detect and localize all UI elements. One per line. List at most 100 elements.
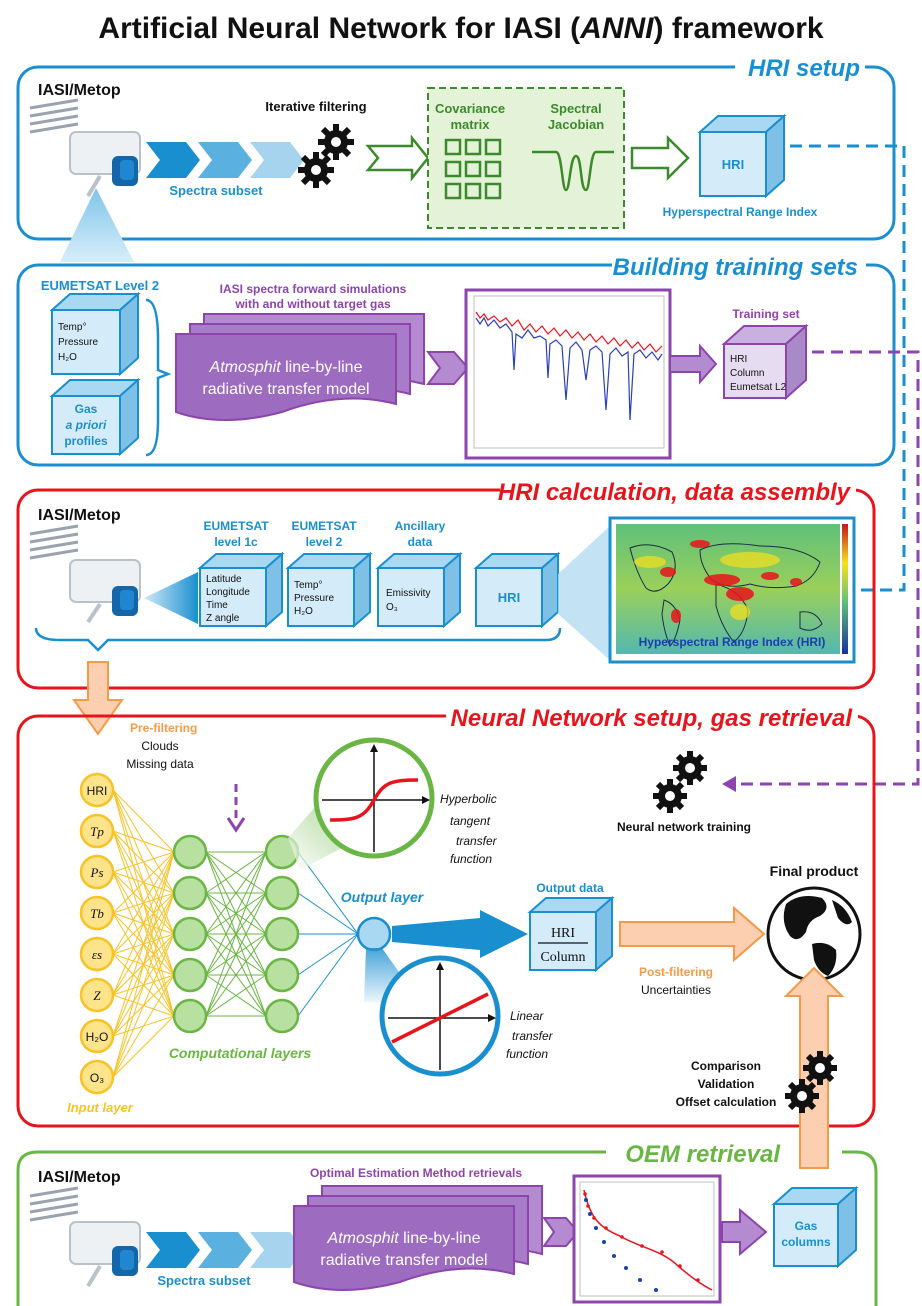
input-z: Z [93, 988, 101, 1003]
hri-connector-dashed [790, 144, 906, 592]
anc-label-2: data [408, 535, 433, 549]
hyperbolic-y-arrow [370, 744, 378, 752]
input-ps: Ps [90, 865, 104, 880]
l2-line-2: Pressure [294, 593, 334, 604]
input-hidden-connection [112, 830, 175, 853]
section-nn: Neural Network setup, gas retrieval Pre-… [16, 702, 876, 1169]
arrow-to-covariance [365, 134, 430, 182]
hyperbolic-label-2: tangent [450, 814, 491, 828]
input-connections [112, 789, 175, 1078]
section-title-oem: OEM retrieval [625, 1141, 781, 1168]
section-title-hri-calc: HRI calculation, data assembly [498, 479, 852, 506]
oem-rtm-label-2: radiative transfer model [320, 1252, 487, 1269]
anc-line-2: O₃ [386, 602, 398, 613]
covariance-label-2: matrix [450, 117, 490, 132]
eumetsat-l2-label: EUMETSAT Level 2 [41, 278, 159, 293]
linear-curve [391, 992, 489, 1044]
map-hotspots [660, 540, 802, 623]
linear-x-arrow [488, 1014, 496, 1022]
section-title-training: Building training sets [613, 254, 858, 281]
instrument-label-2: IASI/Metop [38, 507, 121, 524]
satellite-beam-2 [144, 572, 198, 624]
input-hidden-connection [112, 851, 175, 1037]
tanh-curve [329, 778, 419, 822]
input-hidden-connection [112, 933, 175, 1078]
l2-label-1: EUMETSAT [291, 519, 357, 533]
anc-line-1: Emissivity [386, 588, 430, 599]
training-connector-arrowhead [722, 776, 736, 792]
comparison-gears-icon [785, 1051, 837, 1113]
profile-blue-markers [584, 1198, 658, 1292]
hidden-hidden-connection [205, 892, 267, 1017]
rtm-label-2: radiative transfer model [202, 381, 369, 398]
computational-layers-label: Computational layers [169, 1045, 312, 1061]
output-data-label: Output data [536, 881, 604, 895]
section-oem: OEM retrieval IASI/Metop Spectra subset … [16, 1138, 878, 1306]
training-connector-dashed [736, 350, 920, 786]
input-hidden-connection [112, 851, 175, 955]
final-product-label: Final product [770, 863, 859, 879]
hyperbolic-label-3: transfer [456, 834, 498, 848]
hri-cube-label: HRI [722, 157, 744, 172]
matrix-grid-icon [444, 138, 502, 200]
hyperbolic-label-4: function [450, 852, 492, 866]
input-hri: HRI [87, 784, 108, 798]
met-line-3: H₂O [58, 352, 77, 363]
l1c-label-2: level 1c [214, 535, 258, 549]
hri-caption: Hyperspectral Range Index [663, 205, 818, 219]
inputs-brace [145, 298, 172, 457]
satellite-icon-3 [29, 1186, 141, 1288]
input-hidden-connection [112, 851, 175, 996]
gas-columns-cube [771, 1185, 859, 1269]
met-cube [49, 291, 141, 377]
input-hidden-connection [112, 1015, 175, 1078]
gas-columns-label-1: Gas [795, 1219, 818, 1233]
arrow-to-profile-plot [542, 1217, 580, 1247]
section-title-hri-setup: HRI setup [748, 55, 860, 82]
spectra-chevrons [146, 142, 304, 178]
output-connections [297, 851, 359, 1017]
l1c-cube [197, 551, 285, 629]
l2-label-2: level 2 [306, 535, 343, 549]
uncertainties-label: Uncertainties [641, 983, 711, 997]
anc-label-1: Ancillary [395, 519, 446, 533]
input-hidden-connection [112, 892, 175, 1078]
training-gears-icon [653, 751, 707, 813]
arrow-to-hri [630, 134, 690, 182]
spectra-subset-label: Spectra subset [169, 183, 263, 198]
map-warm-areas [634, 552, 780, 620]
prefilter-clouds: Clouds [141, 739, 178, 753]
page-title: Artificial Neural Network for IASI (ANNI… [98, 12, 823, 45]
training-set-cube [721, 323, 809, 401]
training-line-3: Eumetsat L2 [730, 382, 787, 393]
hidden-output-connection [297, 933, 359, 1017]
gas-cube [49, 377, 141, 457]
training-line-2: Column [730, 368, 764, 379]
input-layer-label: Input layer [67, 1100, 134, 1115]
input-layer-nodes [79, 772, 115, 1095]
arrow-to-gas-columns [721, 1207, 768, 1257]
covariance-label-1: Covariance [435, 101, 505, 116]
postfilter-arrow [619, 905, 766, 963]
output-layer-label: Output layer [341, 889, 425, 905]
l2-line-1: Temp° [294, 580, 322, 591]
map-caption: Hyperspectral Range Index (HRI) [639, 635, 826, 649]
nn-training-label: Neural network training [617, 820, 751, 834]
input-emissivity: εs [92, 947, 102, 962]
linear-label-3: function [506, 1047, 548, 1061]
hidden-hidden-connection [205, 851, 267, 1017]
hidden-layer-1-nodes [172, 834, 208, 1034]
input-tb: Tb [90, 906, 104, 921]
section-training: Building training sets EUMETSAT Level 2 … [16, 251, 896, 467]
hyperbolic-x-arrow [422, 796, 430, 804]
ancillary-cube [375, 551, 463, 629]
hri-cube-2 [473, 551, 561, 629]
l2-line-3: H₂O [294, 606, 313, 617]
hidden-hidden-connection [205, 851, 267, 976]
satellite-icon-2 [29, 524, 141, 624]
training-feed-arrowhead [226, 817, 246, 833]
input-hidden-connection [112, 851, 175, 873]
prefilter-arrow [72, 661, 124, 736]
